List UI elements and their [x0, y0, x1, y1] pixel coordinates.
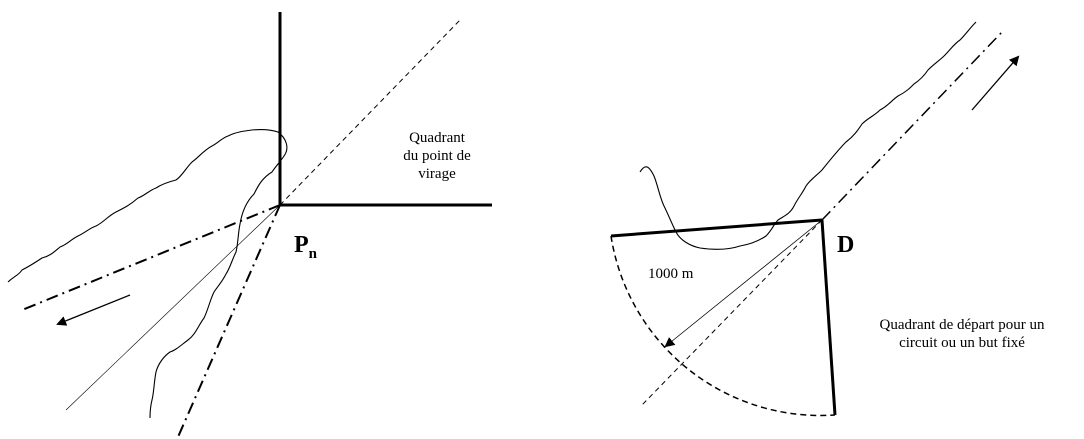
turnpoint-quadrant-label-line-3: virage	[418, 166, 456, 182]
terrain-outline-right	[639, 21, 977, 250]
right-figure	[610, 21, 1020, 417]
turnpoint-label-letter: P	[294, 232, 309, 258]
turnpoint-label-subscript: n	[308, 246, 318, 262]
radius-label: 1000 m	[648, 266, 694, 282]
direction-arrow-left	[56, 294, 131, 326]
thin-track-line	[65, 204, 281, 411]
outbound-course-dashdot-line	[177, 204, 281, 438]
radius-arrow	[664, 219, 823, 348]
start-quadrant-line-down	[820, 219, 837, 416]
start-quadrant-label: Quadrant de départ pour un circuit ou un…	[852, 316, 1072, 352]
start-quadrant-label-line-1: Quadrant de départ pour un	[879, 317, 1045, 333]
start-quadrant-arc	[610, 235, 836, 417]
left-figure	[7, 12, 492, 438]
start-quadrant-label-line-2: circuit ou un but fixé	[899, 335, 1025, 351]
turnpoint-label: Pn	[294, 232, 318, 262]
direction-arrow-right	[971, 55, 1020, 111]
start-quadrant-line-left	[610, 218, 823, 238]
course-dashdot-line-right	[821, 31, 1003, 221]
turnpoint-quadrant-label-line-2: du point de	[403, 148, 471, 164]
start-bisector-dashed-line	[641, 219, 823, 406]
turnpoint-quadrant-label-line-1: Quadrant	[409, 130, 465, 146]
terrain-outline-left	[7, 129, 288, 419]
turnpoint-quadrant-label: Quadrant du point de virage	[392, 129, 482, 183]
start-point-label: D	[837, 232, 855, 258]
turnpoint-bisector-dashed-line	[279, 17, 463, 206]
